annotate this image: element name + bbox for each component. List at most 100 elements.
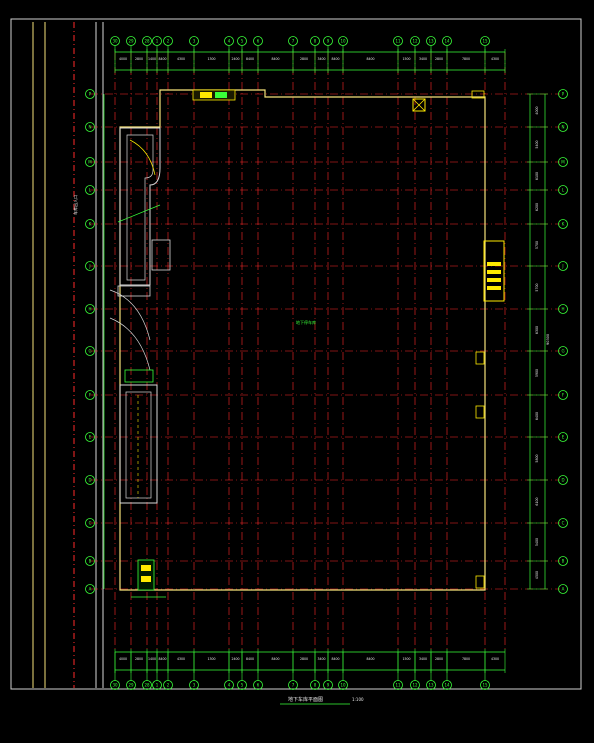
row-axis-label: E: [562, 435, 565, 440]
row-axis-bubble: [558, 122, 568, 132]
column-axis-label: 1: [156, 683, 159, 688]
dimension-text: 8400: [158, 657, 166, 661]
row-axis-label: G: [88, 349, 91, 354]
row-axis-bubble: [558, 157, 568, 167]
ramp-upper: [117, 127, 161, 297]
dimension-text: 1300: [207, 657, 215, 661]
dimension-text: 4300: [491, 57, 499, 61]
dimension-text: 2400: [231, 57, 239, 61]
column-axis-label: 3: [193, 683, 196, 688]
row-axis-bubble: [558, 89, 568, 99]
dimension-text: 8400: [331, 657, 339, 661]
dimension-text: 2800: [435, 57, 443, 61]
dimension-text: 3400: [419, 57, 427, 61]
dimension-text: 5400: [535, 538, 539, 546]
row-axis-bubble: [558, 304, 568, 314]
center-note: 地下停车库: [296, 319, 316, 325]
dimension-text: 6200: [535, 203, 539, 211]
dimension-text: 8400: [158, 57, 166, 61]
row-axis-label: D: [88, 478, 91, 483]
row-axis-label: J: [561, 264, 563, 269]
row-axis-label: J: [88, 264, 90, 269]
dimension-text: 5400: [535, 140, 539, 148]
ramp-lower: [109, 289, 158, 504]
row-axis-bubble: [85, 518, 95, 528]
axis-grid: [90, 52, 560, 652]
dimension-text: 4300: [177, 657, 185, 661]
row-axis-bubble: [85, 432, 95, 442]
dimension-text: 5900: [535, 369, 539, 377]
row-axis-label: K: [562, 222, 565, 227]
dimension-text: 7800: [462, 657, 470, 661]
row-axis-bubble: [85, 122, 95, 132]
row-axis-label: C: [89, 521, 92, 526]
dimension-text: 1400: [148, 57, 156, 61]
column-axis-label: 5: [241, 683, 244, 688]
dimension-text: 8400: [246, 57, 254, 61]
bottom-stair: [131, 559, 166, 598]
dimension-text: 2800: [135, 57, 143, 61]
dimension-text: 3400: [317, 57, 325, 61]
dimension-text: 8400: [246, 657, 254, 661]
row-axis-label: F: [562, 393, 565, 398]
column-axis-label: 7: [292, 683, 295, 688]
dimension-text: 4300: [491, 657, 499, 661]
drawing-title: 地下车库平面图: [288, 696, 323, 703]
column-axis-label: 13: [428, 683, 434, 688]
row-axis-label: L: [562, 188, 565, 193]
total-dimension: 90300: [546, 334, 550, 345]
dimension-text: 4300: [177, 57, 185, 61]
column-axis-label: 4: [228, 39, 231, 44]
dimension-text: 8400: [331, 57, 339, 61]
dimension-text: 2800: [135, 657, 143, 661]
dimension-text: 4000: [119, 57, 127, 61]
column-axis-label: 30: [112, 683, 118, 688]
column-axis-label: 29: [128, 39, 134, 44]
row-axis-label: H: [561, 307, 564, 312]
column-axis-label: 9: [327, 39, 330, 44]
column-axis-label: 9: [327, 683, 330, 688]
dimension-text: 3400: [317, 657, 325, 661]
row-axis-bubble: [85, 584, 95, 594]
dimension-text: 2800: [300, 657, 308, 661]
dimension-text: 8400: [366, 57, 374, 61]
row-axis-bubble: [85, 475, 95, 485]
column-axis-label: 11: [395, 39, 401, 44]
column-axis-label: 8: [314, 39, 317, 44]
dimension-text: 5800: [535, 454, 539, 462]
column-axis-label: 12: [412, 39, 418, 44]
dimension-text: 8400: [366, 657, 374, 661]
column-axis-label: 2: [167, 683, 170, 688]
row-axis-label: N: [562, 125, 565, 130]
row-axis-bubble: [85, 556, 95, 566]
row-axis-label: G: [561, 349, 564, 354]
row-axis-bubble: [558, 390, 568, 400]
row-axis-bubble: [85, 89, 95, 99]
right-equipment-room: [475, 240, 505, 589]
row-axis-label: L: [89, 188, 92, 193]
column-axis-label: 5: [241, 39, 244, 44]
row-axis-label: N: [89, 125, 92, 130]
column-axis-label: 6: [257, 39, 260, 44]
column-axis-label: 2: [167, 39, 170, 44]
row-axis-label: P: [562, 92, 565, 97]
row-axis-bubble: [85, 157, 95, 167]
row-axis-bubble: [558, 584, 568, 594]
column-axis-label: 14: [444, 683, 450, 688]
column-axis-label: 10: [340, 683, 346, 688]
column-axis-label: 28: [144, 39, 150, 44]
dimension-text: 6100: [535, 497, 539, 505]
column-axis-label: 12: [412, 683, 418, 688]
left-side-note: 车库出入口: [72, 195, 78, 215]
column-axis-label: 1: [156, 39, 159, 44]
dimension-text: 1400: [148, 657, 156, 661]
row-axis-bubble: [558, 556, 568, 566]
column-axis-label: 29: [128, 683, 134, 688]
row-axis-label: B: [562, 559, 565, 564]
row-axis-label: F: [89, 393, 92, 398]
dimension-text: 6300: [535, 326, 539, 334]
column-axis-label: 4: [228, 683, 231, 688]
dimension-text: 1300: [207, 57, 215, 61]
column-axis-label: 15: [482, 39, 488, 44]
